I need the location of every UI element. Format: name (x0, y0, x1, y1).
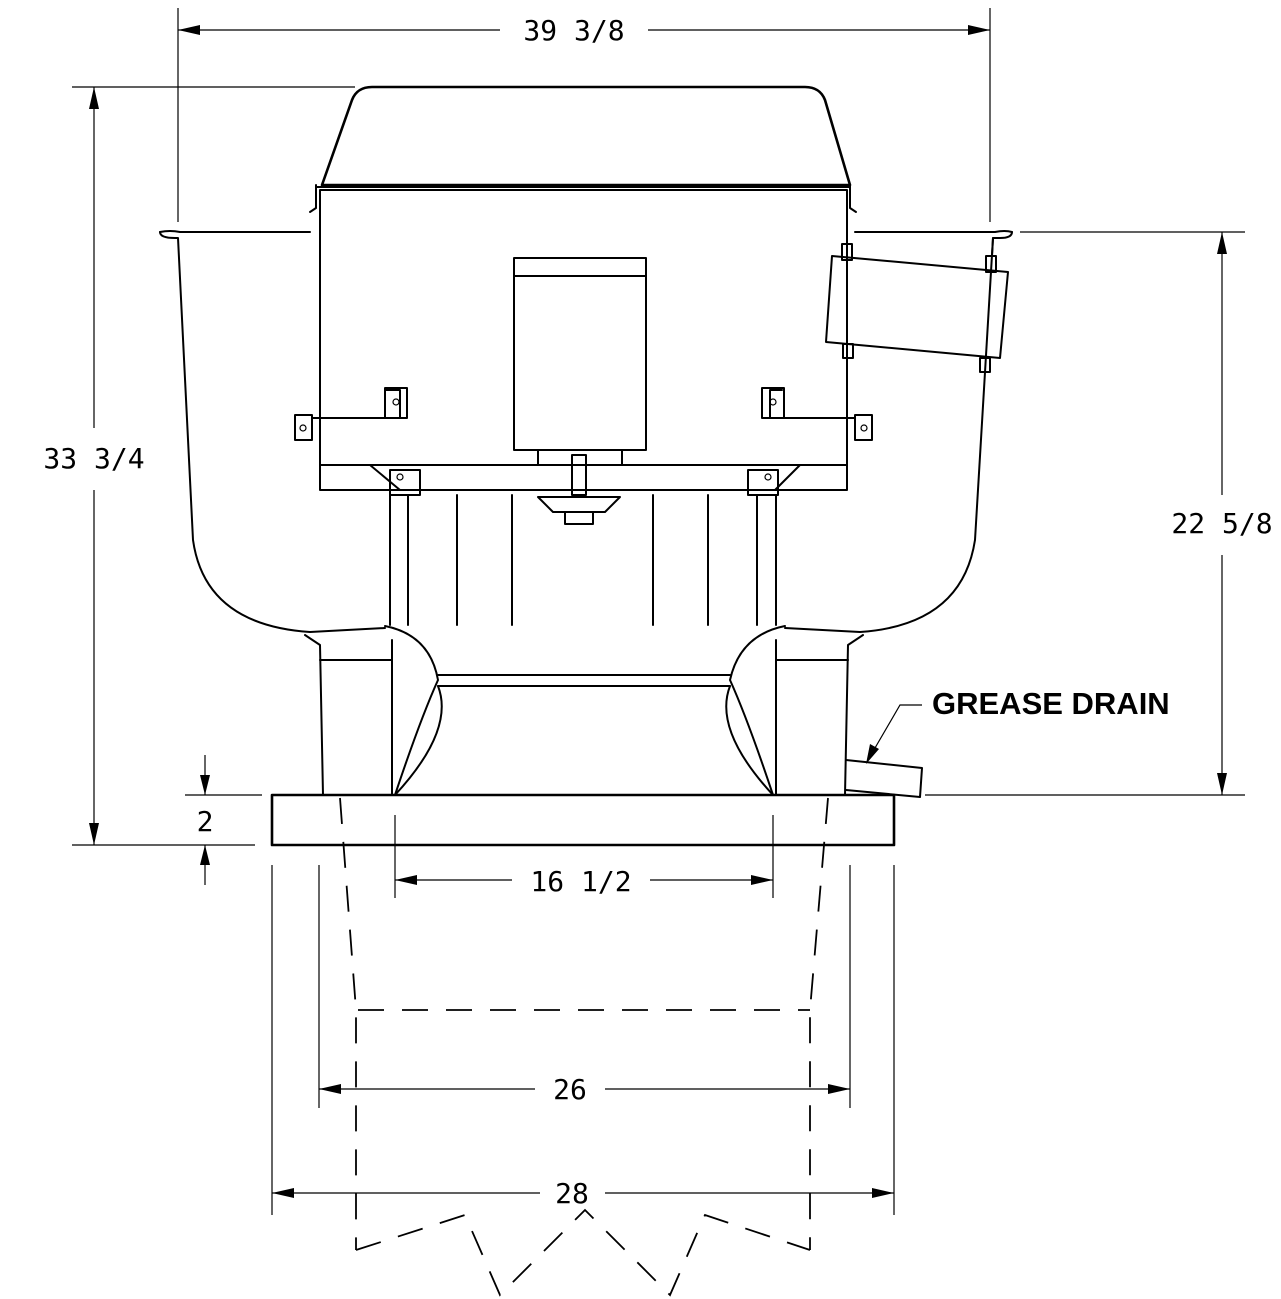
dim-base-thickness: 2 (185, 755, 262, 885)
dim-overall-width: 39 3/8 (177, 8, 991, 222)
dim-throat-width-label: 16 1/2 (530, 865, 631, 898)
grease-drain-label: GREASE DRAIN (932, 686, 1170, 721)
dim-curb-outer: 28 (271, 865, 895, 1215)
dim-overall-height: 33 3/4 (43, 86, 355, 846)
windband (159, 231, 386, 633)
dim-overall-width-label: 39 3/8 (523, 14, 624, 47)
motor-housing (319, 189, 848, 491)
dim-height-to-base-label: 22 5/8 (1171, 507, 1272, 540)
dim-overall-height-label: 33 3/4 (43, 442, 144, 475)
grease-drain-spout (845, 759, 923, 798)
base-plate (270, 793, 896, 847)
base-skirt (304, 634, 324, 796)
motor-hood (320, 85, 852, 187)
motor (513, 257, 647, 451)
inlet-venturi (384, 625, 439, 796)
roof-curb (339, 797, 829, 1297)
electrical-box (825, 255, 1009, 359)
dim-curb-inner: 26 (318, 865, 851, 1108)
dim-height-to-base: 22 5/8 (925, 231, 1273, 796)
curb-break-line (355, 1208, 811, 1297)
dim-throat-width: 16 1/2 (394, 815, 774, 898)
grease-drain-callout: GREASE DRAIN (866, 686, 1170, 764)
dim-curb-outer-label: 28 (555, 1177, 589, 1210)
fan-body (159, 85, 1013, 847)
dim-base-thickness-label: 2 (197, 805, 214, 838)
dim-curb-inner-label: 26 (553, 1073, 587, 1106)
